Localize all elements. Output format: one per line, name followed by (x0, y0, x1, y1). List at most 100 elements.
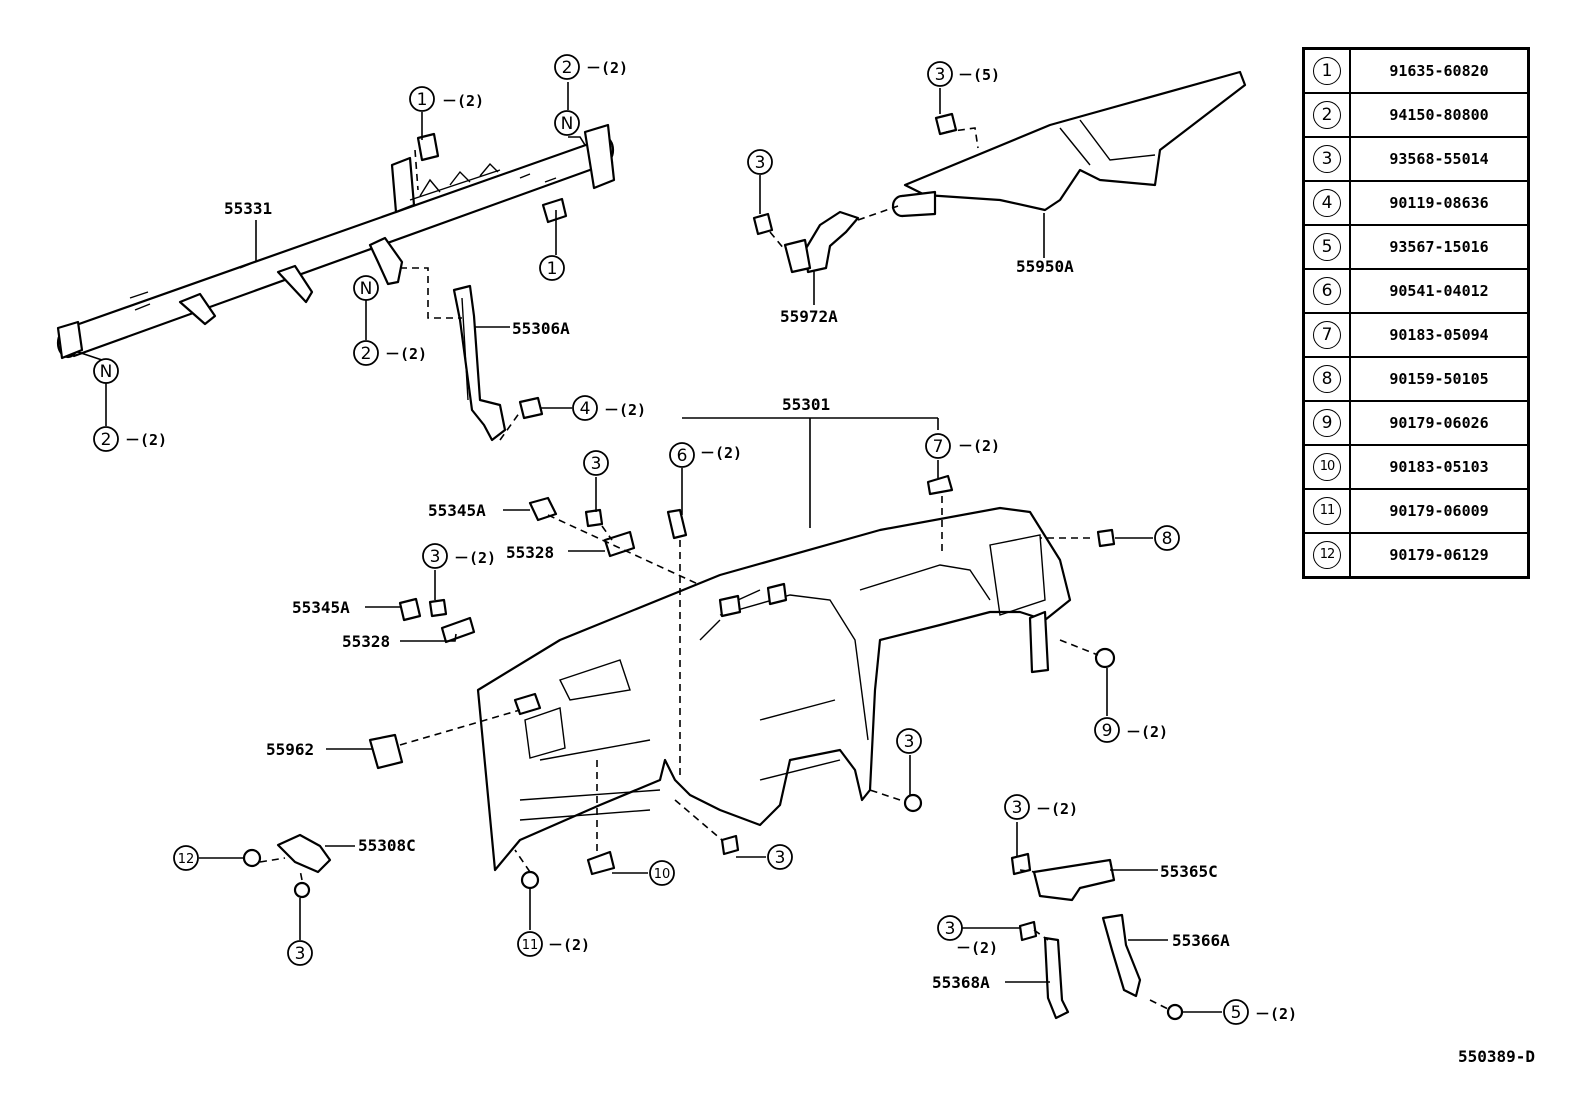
legend-part-number: 90159-50105 (1349, 356, 1530, 402)
svg-text:－(2): －(2) (1036, 800, 1078, 818)
svg-text:2: 2 (101, 430, 112, 450)
callout-ref-10: 10 (649, 860, 675, 886)
svg-text:3: 3 (430, 547, 441, 567)
callout-ref-3-e: 3 (287, 940, 313, 966)
svg-text:9: 9 (1102, 721, 1113, 741)
legend-part-number: 90183-05103 (1349, 444, 1530, 490)
legend-ref-number: 2 (1313, 101, 1341, 129)
brace-bracket (452, 284, 544, 442)
svg-text:－(2): －(2) (442, 92, 484, 110)
legend-row: 10 90183-05103 (1302, 444, 1530, 490)
svg-text:－(2): －(2) (125, 431, 167, 449)
legend-row: 8 90159-50105 (1302, 356, 1530, 402)
callout-ref-7: 7 －(2) (925, 433, 1000, 459)
callout-ref-4: 4 －(2) (572, 395, 646, 421)
legend-part-number: 93567-15016 (1349, 224, 1530, 270)
svg-text:－(2): －(2) (385, 345, 427, 363)
svg-text:N: N (561, 114, 574, 134)
assembly-dashed-lines (259, 127, 1171, 1011)
callout-ref-2-top: 2 －(2) (554, 54, 628, 80)
callout-ref-3-a: 3 (583, 450, 609, 476)
callout-ref-8: 8 (1154, 525, 1180, 551)
svg-text:－(2): －(2) (700, 444, 742, 462)
legend-part-number: 90179-06009 (1349, 488, 1530, 534)
part-label-55345A-2: 55345A (292, 598, 350, 617)
callout-ref-N-left: N (93, 358, 119, 384)
svg-text:3: 3 (904, 732, 915, 752)
legend-row: 2 94150-80800 (1302, 92, 1530, 138)
svg-text:6: 6 (677, 446, 688, 466)
part-label-55972A: 55972A (780, 307, 838, 326)
legend-ref-number: 7 (1313, 321, 1341, 349)
svg-text:－(2): －(2) (1126, 723, 1168, 741)
callout-ref-3-c: 3 (896, 728, 922, 754)
svg-text:3: 3 (591, 454, 602, 474)
legend-part-number: 93568-55014 (1349, 136, 1530, 182)
svg-text:3: 3 (1012, 798, 1023, 818)
callout-ref-N-mid: N (353, 275, 379, 301)
legend-row: 6 90541-04012 (1302, 268, 1530, 314)
legend-part-number: 90119-08636 (1349, 180, 1530, 226)
svg-text:4: 4 (580, 399, 591, 419)
svg-text:11: 11 (522, 938, 539, 953)
part-label-55345A-1: 55345A (428, 501, 486, 520)
legend-ref-number: 4 (1313, 189, 1341, 217)
callout-ref-1-top: 1 －(2) (409, 86, 484, 112)
svg-text:7: 7 (933, 437, 944, 457)
part-label-55365C: 55365C (1160, 862, 1218, 881)
callout-ref-9: 9 －(2) (1094, 717, 1168, 743)
instrument-panel (476, 506, 1072, 872)
legend-part-number: 90179-06026 (1349, 400, 1530, 446)
legend-ref-number: 6 (1313, 277, 1341, 305)
hardware-pieces (242, 474, 1184, 1021)
part-label-55331: 55331 (224, 199, 272, 218)
legend-ref-number: 8 (1313, 365, 1341, 393)
svg-text:－(2): －(2) (586, 59, 628, 77)
svg-text:12: 12 (178, 852, 195, 867)
legend-row: 4 90119-08636 (1302, 180, 1530, 226)
svg-text:3: 3 (945, 919, 956, 939)
part-label-55366A: 55366A (1172, 931, 1230, 950)
legend-ref-number: 9 (1313, 409, 1341, 437)
legend-row: 7 90183-05094 (1302, 312, 1530, 358)
callout-ref-1-mid: 1 (539, 255, 565, 281)
svg-text:5: 5 (1231, 1003, 1242, 1023)
svg-text:－(2): －(2) (958, 437, 1000, 455)
svg-text:N: N (360, 279, 373, 299)
diagram-code: 550389-D (1458, 1047, 1536, 1066)
callout-ref-3-duct-top: 3 －(5) (927, 61, 1000, 87)
callout-ref-5: 5 －(2) (1223, 999, 1297, 1025)
callout-ref-3-f: 3 －(2) (1004, 794, 1078, 820)
part-label-55328-2: 55328 (342, 632, 390, 651)
svg-text:3: 3 (295, 944, 306, 964)
legend-part-number: 90179-06129 (1349, 532, 1530, 579)
heater-duct (891, 70, 1247, 218)
reinforcement-beam (56, 123, 616, 360)
svg-text:1: 1 (547, 259, 558, 279)
part-label-55328-1: 55328 (506, 543, 554, 562)
legend-ref-number: 5 (1313, 233, 1341, 261)
callout-ref-6: 6 －(2) (669, 442, 742, 468)
legend-part-number: 90183-05094 (1349, 312, 1530, 358)
callout-ref-3-d: 3 (767, 844, 793, 870)
part-label-55368A: 55368A (932, 973, 990, 992)
svg-text:3: 3 (935, 65, 946, 85)
svg-text:－(2): －(2) (548, 936, 590, 954)
legend-part-number: 91635-60820 (1349, 47, 1530, 94)
legend-part-number: 94150-80800 (1349, 92, 1530, 138)
legend-part-number: 90541-04012 (1349, 268, 1530, 314)
legend-ref-number: 10 (1313, 453, 1341, 481)
svg-text:N: N (100, 362, 113, 382)
callout-ref-11: 11 －(2) (517, 931, 590, 957)
callout-ref-3-g: 3 －(2) (937, 915, 998, 957)
callout-ref-3-b: 3 －(2) (422, 543, 496, 569)
leader-lines (77, 82, 1222, 1013)
part-label-55962: 55962 (266, 740, 314, 759)
callout-ref-12: 12 (173, 845, 199, 871)
